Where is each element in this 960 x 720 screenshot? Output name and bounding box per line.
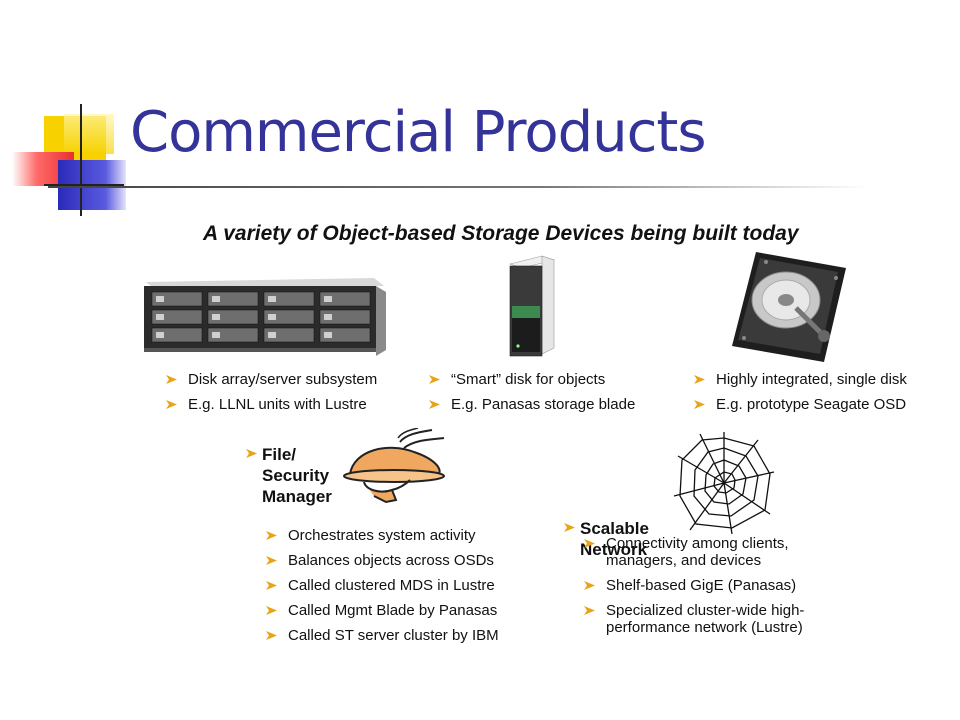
list-item: Called Mgmt Blade by Panasas	[266, 602, 499, 619]
arrow-bullet-icon	[564, 523, 575, 532]
list-item: Orchestrates system activity	[266, 527, 499, 544]
arrow-bullet-icon	[584, 606, 595, 615]
title-decoration	[0, 100, 130, 220]
arrow-bullet-icon	[246, 449, 257, 458]
arrow-bullet-icon	[266, 631, 277, 640]
arrow-bullet-icon	[266, 606, 277, 615]
file-security-manager-label: File/ Security Manager	[246, 444, 960, 507]
title-underline	[48, 186, 868, 188]
list-item: Balances objects across OSDs	[266, 552, 499, 569]
disk-array-server-image	[138, 272, 390, 360]
arrow-bullet-icon	[266, 556, 277, 565]
device-2-bullets: “Smart” disk for objects E.g. Panasas st…	[429, 371, 635, 421]
arrow-bullet-icon	[166, 400, 177, 409]
waiter-tray-clipart	[340, 427, 454, 504]
arrow-bullet-icon	[429, 375, 440, 384]
list-item: Highly integrated, single disk	[694, 371, 907, 388]
slide-subtitle: A variety of Object-based Storage Device…	[203, 222, 799, 245]
network-bullets: Connectivity among clients, managers, an…	[584, 535, 834, 644]
arrow-bullet-icon	[694, 400, 705, 409]
smart-disk-blade-image	[498, 252, 560, 362]
file-manager-bullets: Orchestrates system activity Balances ob…	[266, 527, 499, 652]
list-item: E.g. Panasas storage blade	[429, 396, 635, 413]
arrow-bullet-icon	[694, 375, 705, 384]
device-1-bullets: Disk array/server subsystem E.g. LLNL un…	[166, 371, 377, 421]
spider-web-icon	[672, 430, 776, 536]
list-item: Specialized cluster-wide high-performanc…	[584, 602, 834, 636]
arrow-bullet-icon	[429, 400, 440, 409]
list-item: E.g. prototype Seagate OSD	[694, 396, 907, 413]
list-item: Disk array/server subsystem	[166, 371, 377, 388]
arrow-bullet-icon	[266, 531, 277, 540]
arrow-bullet-icon	[266, 581, 277, 590]
list-item: Called clustered MDS in Lustre	[266, 577, 499, 594]
slide-title: Commercial Products	[130, 100, 707, 165]
arrow-bullet-icon	[166, 375, 177, 384]
list-item: E.g. LLNL units with Lustre	[166, 396, 377, 413]
arrow-bullet-icon	[584, 581, 595, 590]
list-item: Called ST server cluster by IBM	[266, 627, 499, 644]
list-item: “Smart” disk for objects	[429, 371, 635, 388]
list-item: Shelf-based GigE (Panasas)	[584, 577, 834, 594]
arrow-bullet-icon	[584, 539, 595, 548]
list-item: Connectivity among clients, managers, an…	[584, 535, 834, 569]
scalable-network-label: Scalable Network	[564, 518, 960, 560]
device-3-bullets: Highly integrated, single disk E.g. prot…	[694, 371, 907, 421]
hard-disk-image	[726, 248, 854, 366]
